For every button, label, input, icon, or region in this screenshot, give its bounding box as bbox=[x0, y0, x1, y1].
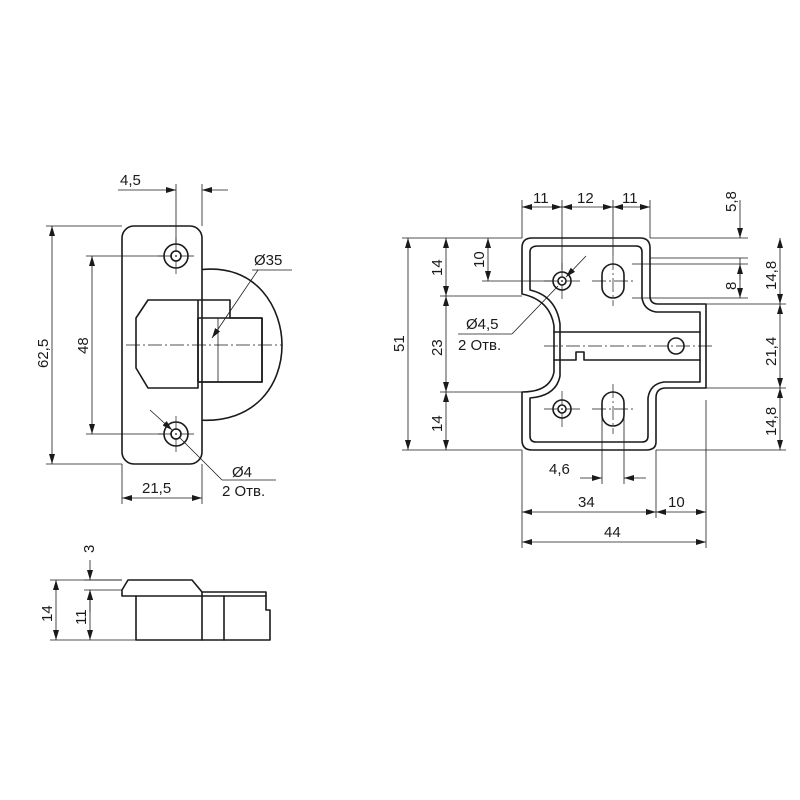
dim-left-14-top: 14 bbox=[429, 259, 446, 276]
dim-top-12: 12 bbox=[577, 190, 594, 207]
dim-hole-offset: 4,5 bbox=[120, 172, 141, 189]
plate-slot bbox=[553, 331, 701, 361]
dim-plate-hole-count: 2 Отв. bbox=[458, 337, 501, 354]
dim-hole-diameter: Ø4 bbox=[232, 464, 252, 481]
dim-left-51: 51 bbox=[391, 335, 408, 352]
dim-width: 21,5 bbox=[142, 480, 171, 497]
front-view: 4,5 Ø35 62,5 48 Ø4 2 Отв. 21,5 bbox=[35, 172, 292, 504]
dim-right-8: 8 bbox=[723, 282, 740, 290]
side-profile bbox=[121, 579, 271, 641]
dim-hole-count: 2 Отв. bbox=[222, 483, 265, 500]
dim-bottom-44: 44 bbox=[604, 524, 621, 541]
dim-top-11-left: 11 bbox=[533, 190, 549, 207]
dim-right-14-8-bottom: 14,8 bbox=[763, 407, 780, 436]
side-view: 3 14 11 bbox=[39, 545, 271, 641]
dim-top-offset: 3 bbox=[81, 545, 98, 553]
dim-plate-hole-diameter: Ø4,5 bbox=[466, 316, 499, 333]
dim-bottom-10: 10 bbox=[668, 494, 685, 511]
plate-view: 11 12 11 5,8 14,8 21,4 14,8 8 51 14 bbox=[391, 190, 786, 548]
dim-bottom-34: 34 bbox=[578, 494, 595, 511]
dim-slot-width: 4,6 bbox=[549, 461, 570, 478]
dim-left-14-bottom: 14 bbox=[429, 415, 446, 432]
arm-knuckle bbox=[197, 317, 263, 383]
dim-right-21-4: 21,4 bbox=[763, 337, 780, 366]
dim-left-10: 10 bbox=[471, 251, 488, 268]
dim-hole-spacing: 48 bbox=[75, 337, 92, 354]
dim-right-14-8-top: 14,8 bbox=[763, 261, 780, 290]
dim-total-thickness: 14 bbox=[39, 605, 56, 622]
dim-top-5-8: 5,8 bbox=[723, 191, 740, 212]
plate-outline bbox=[521, 237, 707, 451]
dim-left-23: 23 bbox=[429, 339, 446, 356]
dim-top-11-right: 11 bbox=[622, 190, 638, 207]
dim-cup-diameter: Ø35 bbox=[254, 252, 282, 269]
dim-body-thickness: 11 bbox=[73, 609, 90, 625]
dim-overall-height: 62,5 bbox=[35, 339, 52, 368]
